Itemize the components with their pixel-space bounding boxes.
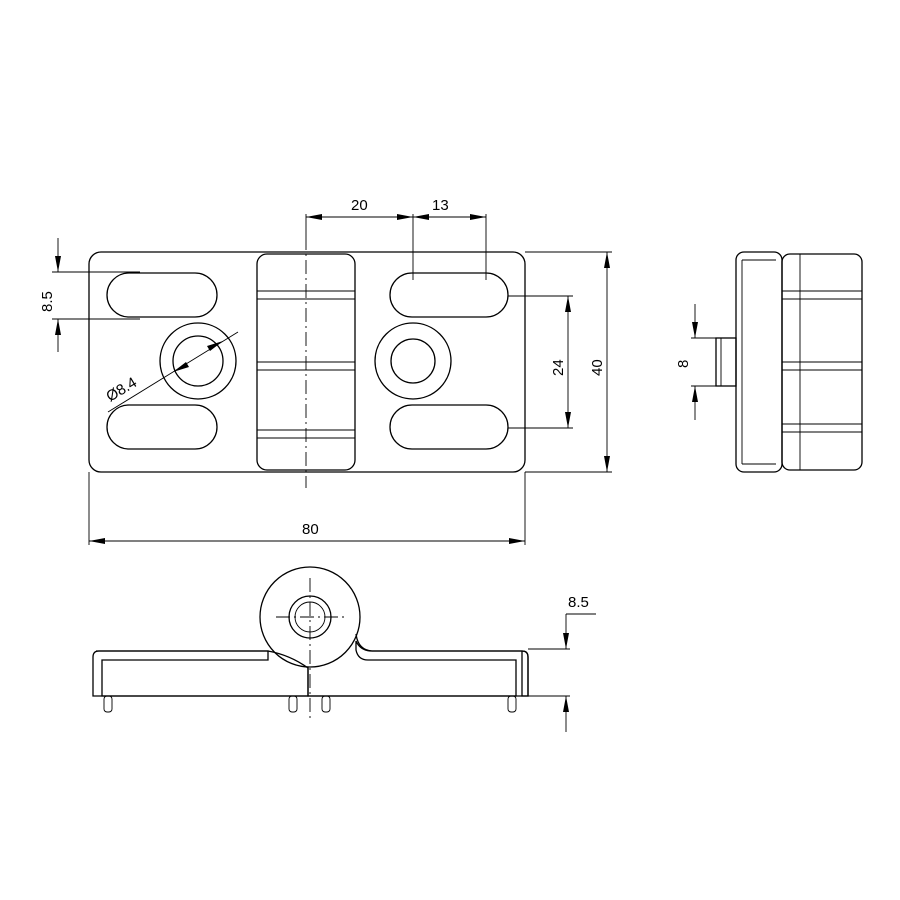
dim-13-label: 13 <box>432 197 449 214</box>
dim-diameter-label: Ø8.4 <box>103 374 140 405</box>
front-view: 8.5 <box>92 566 596 732</box>
left-hole-outer <box>159 322 237 400</box>
front-left-leaf <box>92 650 309 697</box>
front-knuckle-outer <box>259 566 361 668</box>
left-lower-slot <box>106 404 218 450</box>
dim-8.5-front-label: 8.5 <box>568 594 589 611</box>
pin-3 <box>321 695 331 713</box>
pin-1 <box>103 695 113 713</box>
dim-80-label: 80 <box>302 521 319 538</box>
top-view-dimensions: 80 40 24 20 13 8.5 <box>39 197 612 545</box>
left-hole-inner <box>172 335 224 387</box>
pin-2 <box>288 695 298 713</box>
left-upper-slot <box>106 272 218 318</box>
right-lower-slot <box>389 404 509 450</box>
right-hole-outer <box>374 322 452 400</box>
side-pin <box>715 337 737 387</box>
dim-40-label: 40 <box>589 359 606 376</box>
right-hole-inner <box>390 338 436 384</box>
side-plate <box>735 251 783 473</box>
top-view <box>88 236 526 488</box>
right-upper-slot <box>389 272 509 318</box>
side-view: 8 <box>675 251 863 473</box>
dim-24-label: 24 <box>550 359 567 376</box>
dim-8-label: 8 <box>675 360 692 368</box>
front-right-leaf <box>307 633 529 697</box>
front-base <box>96 640 529 697</box>
pin-4 <box>507 695 517 713</box>
dim-8.5-left-label: 8.5 <box>39 291 56 312</box>
top-plate-outline <box>88 251 526 473</box>
dim-20-label: 20 <box>351 197 368 214</box>
